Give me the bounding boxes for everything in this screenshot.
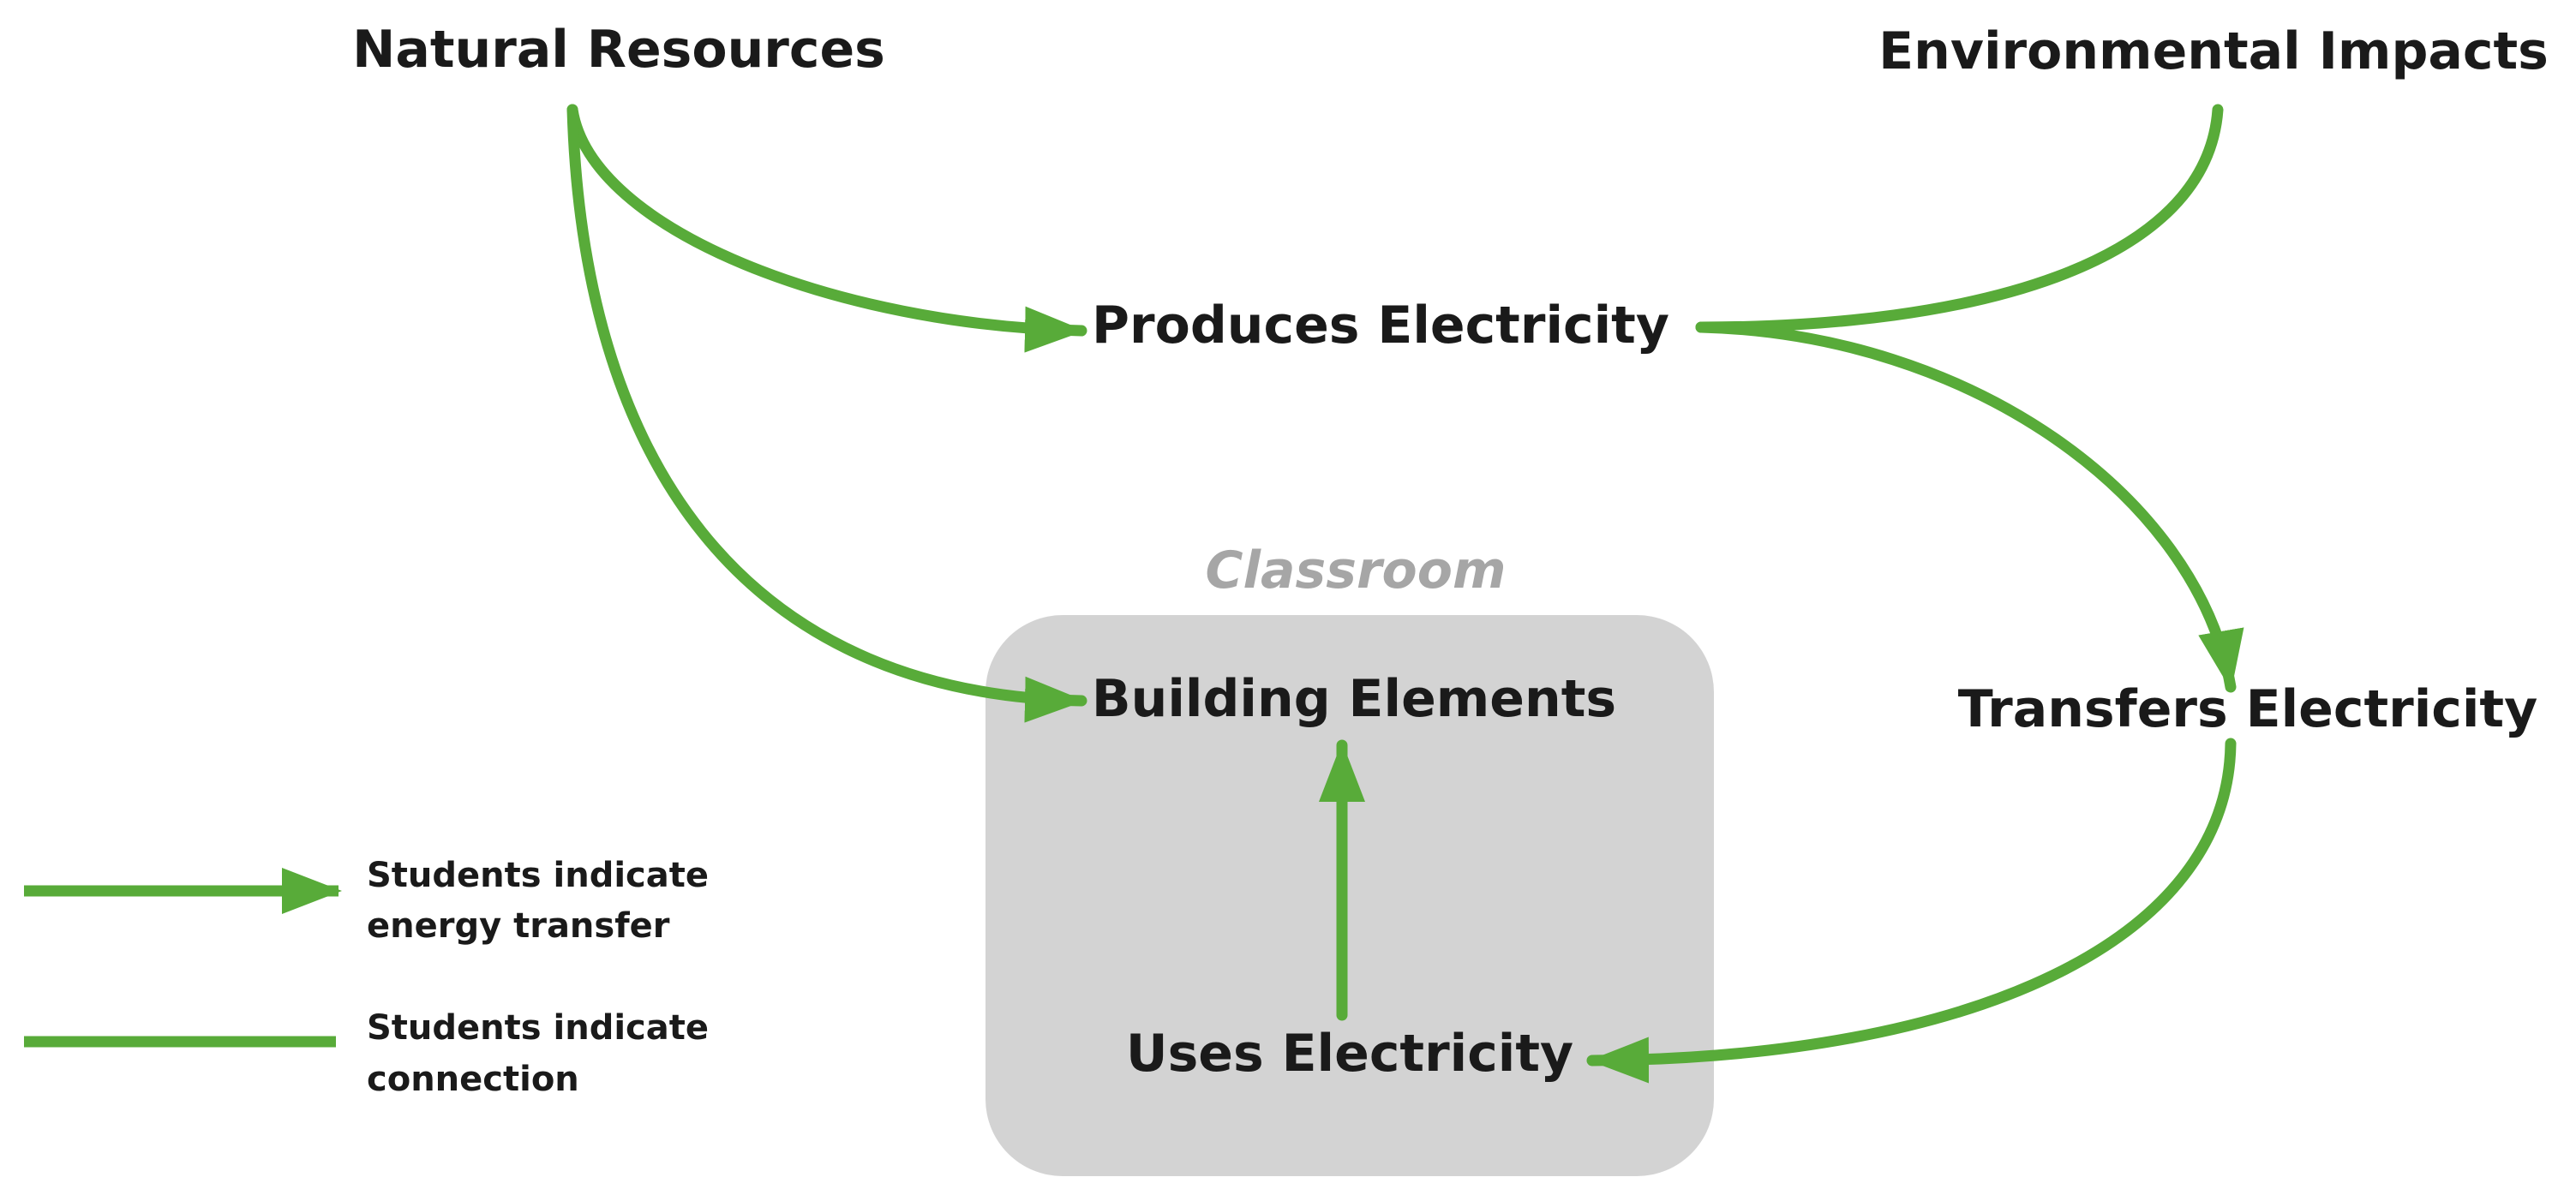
- legend-energy-transfer-label-line2: energy transfer: [367, 906, 670, 946]
- node-environmental-impacts: Environmental Impacts: [1878, 21, 2549, 81]
- edge-produces-electricity-to-transfers-electricity: [1695, 321, 2244, 693]
- legend: Students indicate energy transfer Studen…: [24, 856, 709, 1099]
- node-building-elements: Building Elements: [1092, 669, 1616, 729]
- node-transfers-electricity: Transfers Electricity: [1958, 679, 2537, 739]
- edges: [566, 104, 2244, 1084]
- legend-connection-label-line2: connection: [367, 1060, 579, 1099]
- edge-natural-resources-to-building-elements: [566, 104, 1087, 723]
- legend-energy-transfer-label-line1: Students indicate: [367, 856, 709, 895]
- legend-connection-label-line1: Students indicate: [367, 1008, 709, 1048]
- node-uses-electricity: Uses Electricity: [1126, 1024, 1573, 1084]
- classroom-region: [985, 615, 1714, 1176]
- classroom-title: Classroom: [1205, 541, 1506, 600]
- node-produces-electricity: Produces Electricity: [1092, 296, 1669, 356]
- edge-environmental-impacts-to-produces-electricity: [1695, 104, 2224, 333]
- edge-natural-resources-to-produces-electricity: [566, 104, 1087, 353]
- node-natural-resources: Natural Resources: [352, 20, 885, 80]
- edge-transfers-electricity-to-uses-electricity: [1586, 738, 2237, 1084]
